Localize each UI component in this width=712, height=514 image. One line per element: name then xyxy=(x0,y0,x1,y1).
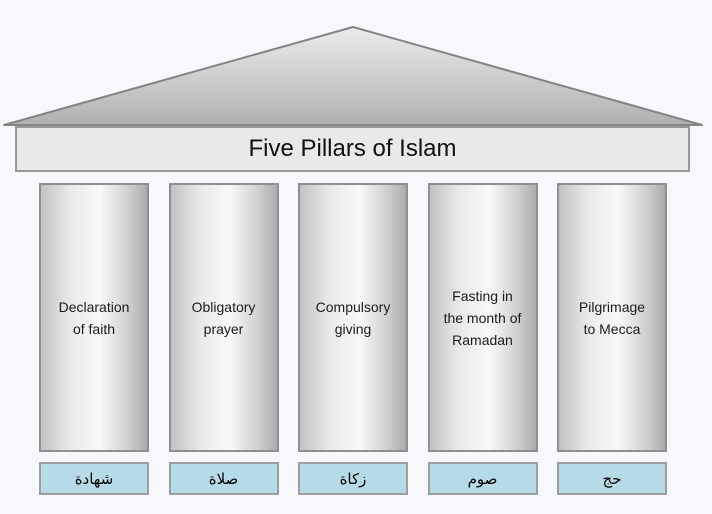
arabic-label-salah: صلاة xyxy=(168,462,279,495)
arabic-label-sawm: صوم xyxy=(427,462,538,495)
arabic-label-zakah: زكاة xyxy=(298,462,408,495)
pillar-compulsory-giving: Compulsory giving xyxy=(298,183,408,452)
diagram-title: Five Pillars of Islam xyxy=(248,135,457,162)
pillar-label: Fasting in the month of Ramadan xyxy=(443,287,522,348)
roof-triangle xyxy=(3,26,703,126)
pillar-label: Pilgrimage to Mecca xyxy=(578,298,646,337)
pillars-row: Declaration of faith Obligatory prayer C… xyxy=(39,183,667,452)
arabic-label-hajj: حج xyxy=(557,462,667,495)
pillar-pilgrimage-mecca: Pilgrimage to Mecca xyxy=(557,183,667,452)
pillar-label: Obligatory prayer xyxy=(191,298,256,337)
title-band: Five Pillars of Islam xyxy=(15,126,690,172)
pillar-fasting-ramadan: Fasting in the month of Ramadan xyxy=(427,183,538,452)
roof-polygon xyxy=(3,26,703,126)
pillar-label: Declaration of faith xyxy=(58,298,130,337)
pillar-obligatory-prayer: Obligatory prayer xyxy=(168,183,279,452)
arabic-labels-row: شهادة صلاة زكاة صوم حج xyxy=(39,462,667,495)
arabic-label-shahadah: شهادة xyxy=(39,462,149,495)
pillar-label: Compulsory giving xyxy=(315,298,391,337)
pillar-declaration-of-faith: Declaration of faith xyxy=(39,183,149,452)
